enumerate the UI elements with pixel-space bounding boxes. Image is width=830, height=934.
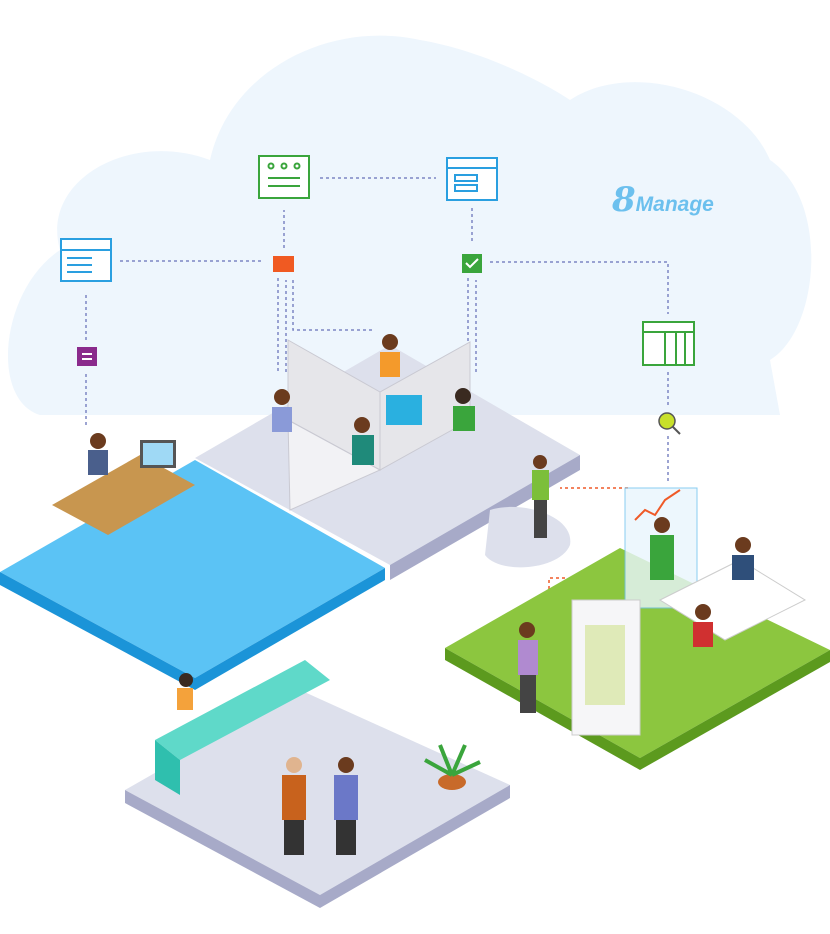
blue-puzzle <box>0 460 385 690</box>
document-icon <box>77 347 97 366</box>
green-team <box>518 455 807 736</box>
logo-number: 8 <box>612 180 636 220</box>
check-icon <box>462 254 482 273</box>
folder-icon <box>273 256 294 272</box>
manager-desk <box>52 433 195 535</box>
flow-arrows <box>85 177 669 482</box>
logo-word: Manage <box>635 193 714 216</box>
workflow-icon <box>258 155 310 199</box>
form-icon <box>446 157 498 201</box>
businessmen <box>282 757 358 855</box>
plant <box>424 744 481 790</box>
8manage-logo: 8Manage <box>612 180 714 220</box>
cubicle-workers <box>272 334 475 465</box>
window-icon <box>60 238 112 282</box>
magnifier-icon <box>658 412 681 435</box>
gray-puzzle-bottom <box>125 690 510 908</box>
reception-desk <box>155 660 330 795</box>
cloud-background <box>7 35 812 415</box>
table-icon <box>642 321 695 366</box>
